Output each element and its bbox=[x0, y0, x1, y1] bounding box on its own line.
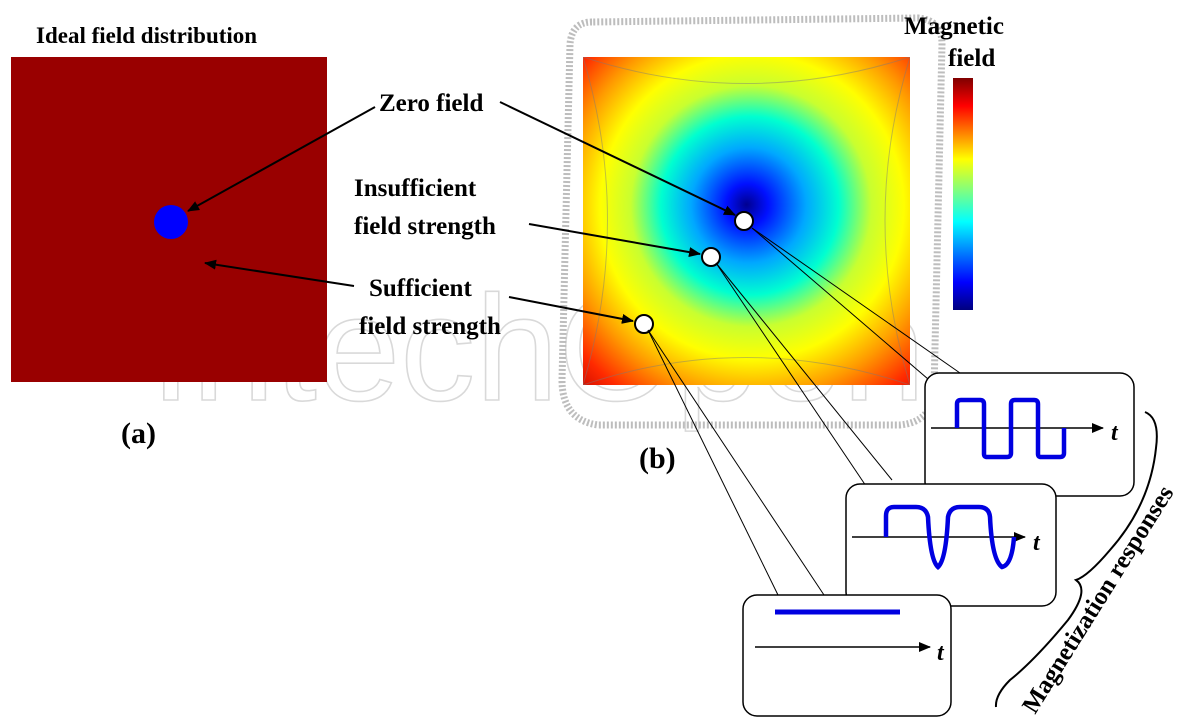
zero-field-spot bbox=[154, 205, 188, 239]
callout-line bbox=[751, 227, 936, 386]
zero-field-arrow bbox=[499, 101, 736, 216]
callout-line bbox=[647, 329, 779, 596]
sufficient-arrow bbox=[508, 296, 634, 324]
response-box-zero: t bbox=[924, 372, 1135, 497]
time-label: t bbox=[1111, 420, 1119, 446]
response-box-insufficient: t bbox=[845, 483, 1057, 607]
sufficient-ideal-arrow bbox=[204, 259, 355, 287]
sufficient-label-line2: field strength bbox=[359, 313, 501, 340]
callout-line bbox=[647, 329, 825, 596]
coil-contour bbox=[583, 57, 910, 385]
colorbar-title-line1: Magnetic bbox=[904, 13, 1004, 40]
magnetization-curve bbox=[954, 397, 1067, 460]
time-label: t bbox=[937, 640, 945, 666]
insufficient-label-line2: field strength bbox=[354, 213, 496, 240]
ideal-field-title: Ideal field distribution bbox=[36, 23, 257, 48]
responses-brace bbox=[994, 411, 1158, 708]
zero-field-label: Zero field bbox=[379, 90, 483, 117]
insufficient-arrow bbox=[528, 223, 701, 258]
coil-outline bbox=[558, 14, 946, 429]
callout-line bbox=[715, 262, 867, 487]
response-box-frame bbox=[924, 372, 1135, 497]
probe-zero-field bbox=[734, 211, 754, 231]
ideal-zero-arrow bbox=[187, 106, 376, 212]
time-label: t bbox=[1033, 530, 1041, 556]
response-box-frame bbox=[845, 483, 1057, 607]
colorbar bbox=[953, 78, 973, 310]
callout-line bbox=[751, 227, 961, 374]
insufficient-label-line1: Insufficient bbox=[354, 175, 477, 202]
probe-insufficient-field bbox=[701, 247, 721, 267]
callout-lines bbox=[647, 227, 961, 596]
response-box-frame bbox=[742, 594, 952, 717]
colorbar-title-line2: field bbox=[948, 45, 995, 72]
probe-sufficient-field bbox=[634, 314, 654, 334]
callout-line bbox=[715, 262, 893, 481]
magnetization-curve bbox=[883, 504, 1017, 570]
sufficient-label-line1: Sufficient bbox=[369, 275, 472, 302]
panel-b-label: (b) bbox=[639, 442, 676, 475]
response-box-sufficient: t bbox=[742, 594, 952, 717]
panel-a-label: (a) bbox=[121, 417, 156, 450]
